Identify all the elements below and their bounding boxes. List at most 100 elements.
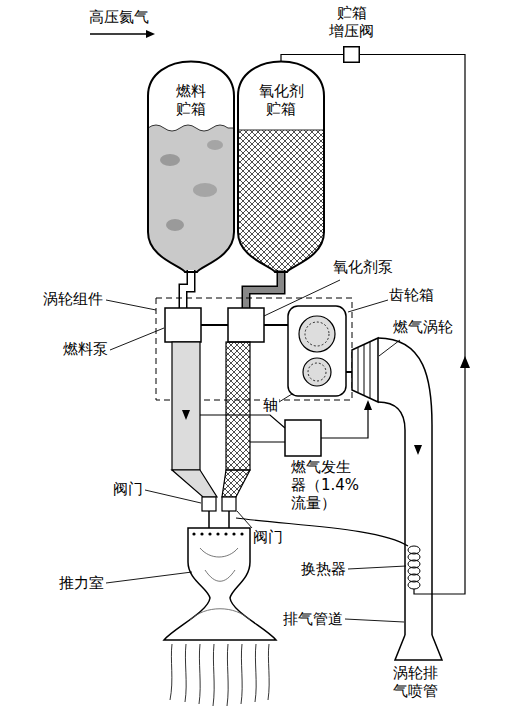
valve-outline <box>343 46 360 63</box>
ox-surface <box>236 130 328 131</box>
leader-line <box>348 566 406 569</box>
fuel-mottle <box>207 140 223 150</box>
gas-turbine <box>352 338 378 402</box>
leader-line <box>379 340 400 356</box>
plume-line <box>185 644 186 702</box>
ox-pipe-inner <box>246 270 281 308</box>
shaft <box>201 324 288 326</box>
leader-line <box>110 328 164 350</box>
plume-line <box>213 644 214 706</box>
part-label: 阀门 <box>252 528 284 546</box>
plume-line <box>268 644 269 700</box>
tank-label: 燃料 贮箱 <box>173 82 209 118</box>
plume-line <box>170 644 172 700</box>
ox-liquid <box>236 130 328 280</box>
part-label: 涡轮组件 <box>42 290 104 308</box>
combustion-swirl <box>190 548 250 620</box>
helium-line <box>90 33 146 35</box>
leader-line <box>145 490 201 503</box>
label-slot: 推力室 <box>58 574 105 592</box>
part-label: 轴 <box>262 396 279 414</box>
pressurization-valve: 贮箱 增压阀 <box>343 46 360 63</box>
coil-turn <box>408 581 420 589</box>
label-slot: 燃气发生 器（1.4% 流量） <box>290 458 363 512</box>
plume-line <box>241 644 242 704</box>
turbine-blades <box>358 342 370 398</box>
injector-hole <box>224 532 227 535</box>
storage-tank: 燃料 贮箱 <box>148 62 234 272</box>
leader-line <box>279 394 292 402</box>
part-label: 齿轮箱 <box>388 286 435 304</box>
turbine-shaft <box>346 371 352 373</box>
turbine-exhaust-nozzle <box>395 635 442 660</box>
fuel-mottle <box>166 219 184 231</box>
oxidizer-tap-line <box>236 518 408 546</box>
gear <box>303 358 331 386</box>
label-slot: 齿轮箱 <box>388 286 435 304</box>
leader-line <box>345 619 404 622</box>
part-label: 燃气发生 器（1.4% 流量） <box>290 458 363 512</box>
label-slot: 轴 <box>262 396 279 414</box>
flow-arrow <box>414 445 422 455</box>
fuel-feed-taper <box>172 470 217 497</box>
label-slot: 燃气涡轮 <box>392 318 454 336</box>
plume-line <box>199 644 200 704</box>
exhaust-plume <box>170 644 269 706</box>
ox-fill <box>236 130 328 280</box>
label-slot: 排气管道 <box>282 610 344 628</box>
leader-line <box>106 300 156 310</box>
fuel-pipe-outer <box>183 270 191 308</box>
exhaust-duct-wall <box>378 338 432 635</box>
tank-shell <box>148 62 234 273</box>
ox-feed-taper <box>222 470 250 497</box>
label-slot: 涡轮排 气喷管 <box>392 664 445 700</box>
label-slot: 涡轮组件 <box>42 290 104 308</box>
leader-line <box>237 511 252 528</box>
arrowhead <box>364 400 372 410</box>
leader-line <box>348 300 388 312</box>
flow-arrow <box>182 410 190 420</box>
injector-hole <box>208 532 211 535</box>
injector-hole <box>216 532 219 535</box>
label-slot: 氧化剂泵 <box>332 258 394 276</box>
ox-feed-line <box>226 342 250 470</box>
valve-body <box>344 47 360 63</box>
ox-valve <box>222 497 236 511</box>
leader-lines <box>106 280 406 622</box>
gas-generator <box>285 420 321 456</box>
plume-line <box>227 644 228 706</box>
fuel-valve <box>202 497 216 511</box>
gear-teeth <box>308 363 326 381</box>
leader-line <box>106 572 192 583</box>
fuel-pipe-inner <box>183 270 191 308</box>
oxidizer-pump <box>228 308 264 342</box>
pipe-connector <box>281 55 343 63</box>
injector-hole <box>200 532 203 535</box>
part-label: 推力室 <box>58 574 105 592</box>
label-slot: 阀门 <box>112 480 144 498</box>
storage-tank: 氧化剂 贮箱 <box>238 62 324 272</box>
label-slot: 高压氦气 <box>88 8 150 26</box>
exhaust-duct-wall <box>378 402 405 635</box>
heat-exchanger-coil <box>408 546 420 589</box>
gearbox <box>288 306 346 396</box>
leader-line <box>264 280 340 316</box>
fuel-pump <box>165 308 201 342</box>
injector-hole <box>240 532 243 535</box>
part-label: 氧化剂泵 <box>332 258 394 276</box>
gear <box>299 316 335 352</box>
injector-hole <box>192 532 195 535</box>
tank-shell <box>238 62 324 273</box>
injector-holes <box>192 532 243 535</box>
label-slot: 换热器 <box>300 560 347 578</box>
valve-label: 贮箱 增压阀 <box>328 4 375 40</box>
injector-feed <box>209 511 229 528</box>
arrowhead <box>146 30 155 38</box>
part-label: 阀门 <box>112 480 144 498</box>
label-slot: 阀门 <box>252 528 284 546</box>
gg-exhaust-line <box>321 404 368 438</box>
